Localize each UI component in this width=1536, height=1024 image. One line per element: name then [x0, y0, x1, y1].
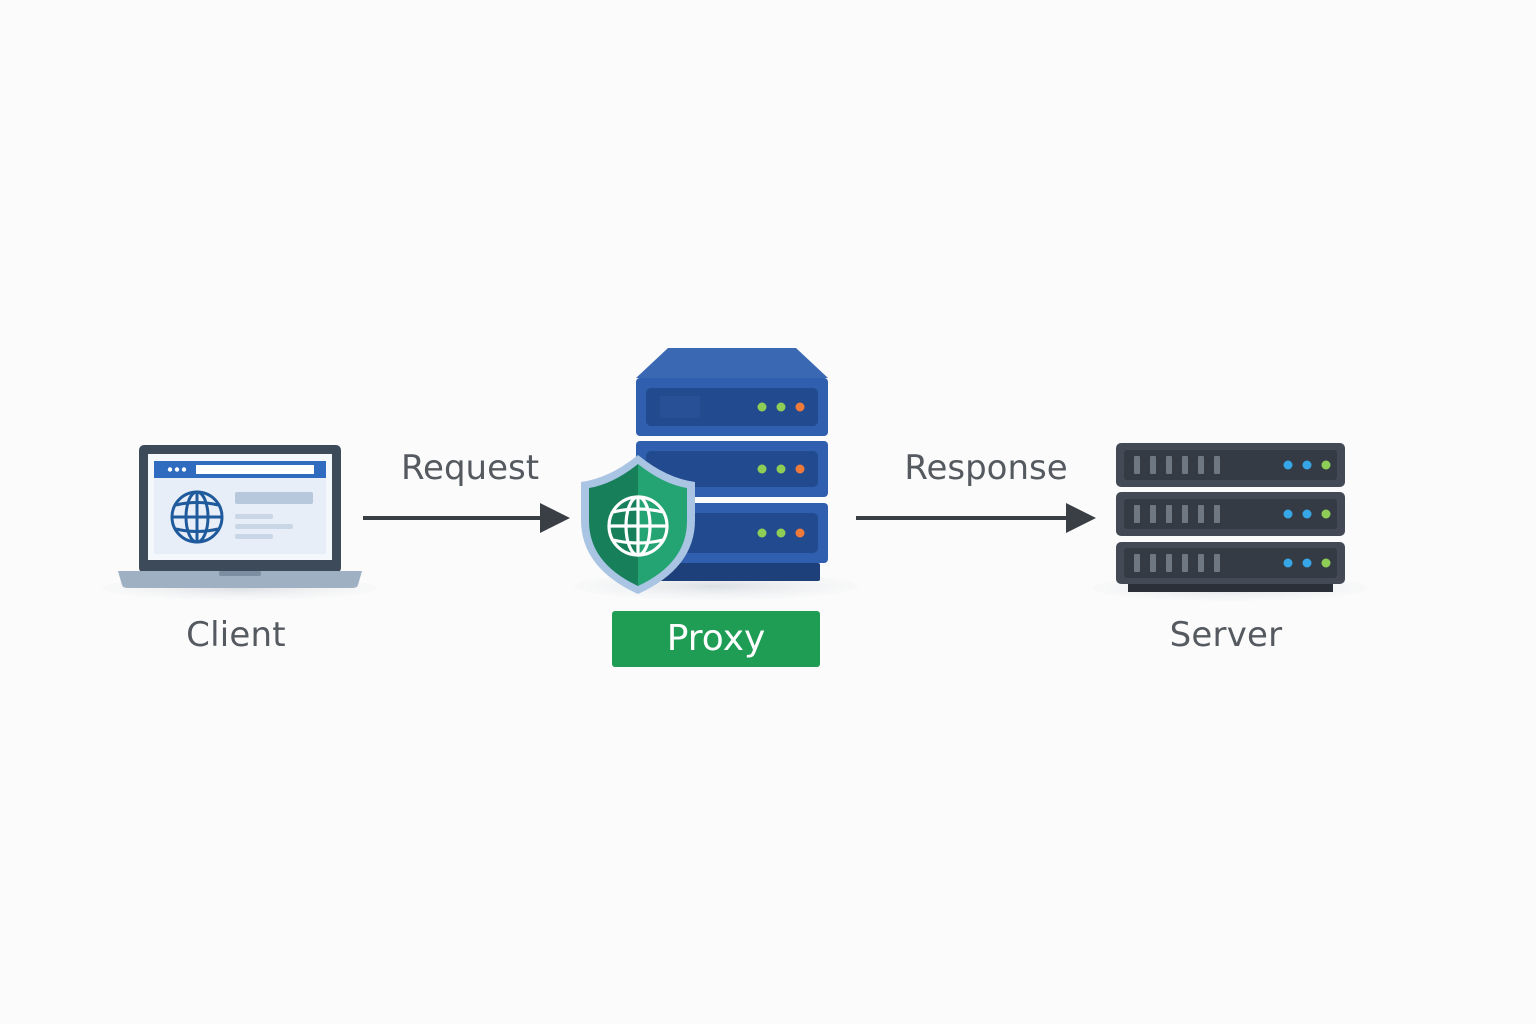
- laptop-icon: [102, 445, 378, 600]
- globe-icon: [607, 495, 669, 557]
- request-arrow: [363, 503, 570, 533]
- server-rack-icon: [1092, 443, 1368, 601]
- server-label: Server: [1169, 615, 1283, 655]
- response-arrow: [856, 503, 1096, 533]
- shield-globe-icon: [581, 455, 695, 594]
- client-label: Client: [186, 615, 286, 655]
- response-label: Response: [904, 448, 1068, 488]
- globe-icon: [170, 490, 224, 544]
- proxy-label: Proxy: [612, 611, 820, 667]
- request-label: Request: [400, 448, 540, 488]
